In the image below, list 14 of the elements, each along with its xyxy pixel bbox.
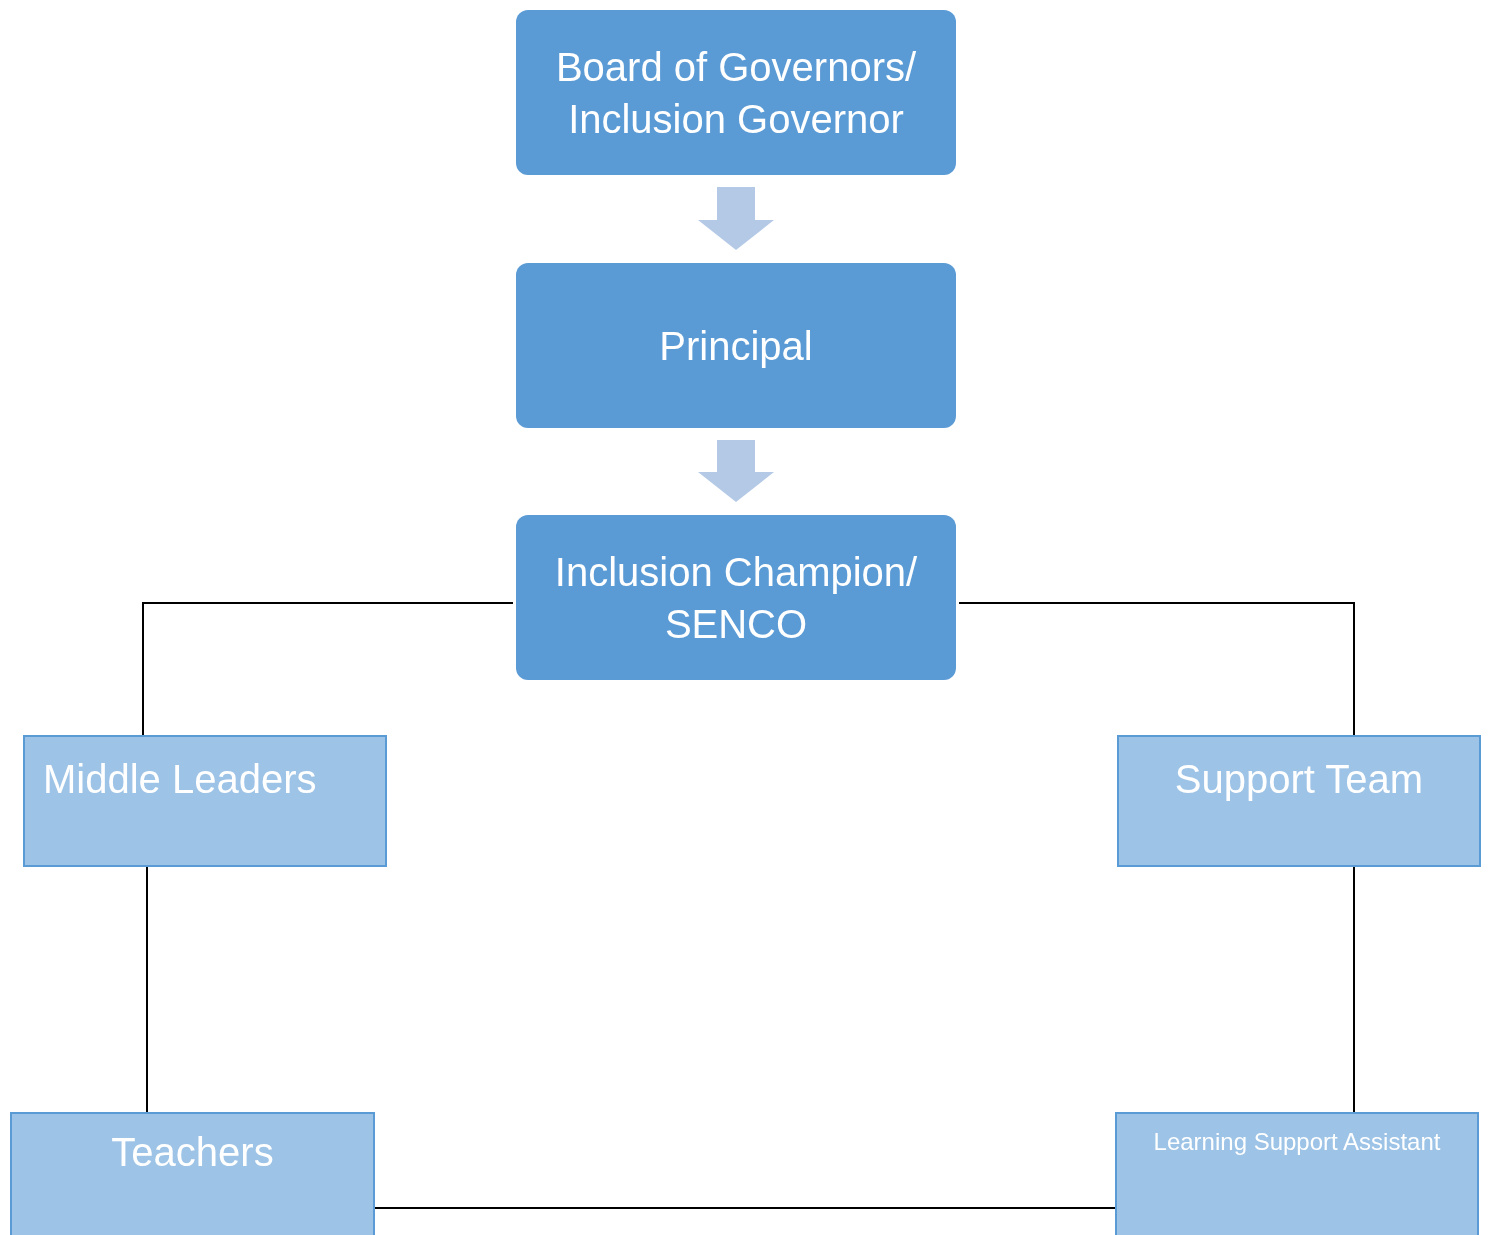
role-box: Middle Leaders bbox=[23, 735, 387, 867]
connector-line bbox=[1353, 866, 1355, 1113]
connector-line bbox=[374, 1207, 1116, 1209]
role-box: Support Team bbox=[1117, 735, 1481, 867]
process-box: Principal bbox=[516, 263, 956, 428]
role-box: Teachers bbox=[10, 1112, 375, 1235]
connector-line bbox=[958, 602, 1355, 736]
block-arrow bbox=[698, 187, 774, 250]
process-box: Board of Governors/ Inclusion Governor bbox=[516, 10, 956, 175]
role-box: Learning Support Assistant bbox=[1115, 1112, 1479, 1235]
connector-line bbox=[146, 866, 148, 1113]
process-box: Inclusion Champion/ SENCO bbox=[516, 515, 956, 680]
block-arrow bbox=[698, 440, 774, 502]
connector-line bbox=[142, 602, 514, 736]
